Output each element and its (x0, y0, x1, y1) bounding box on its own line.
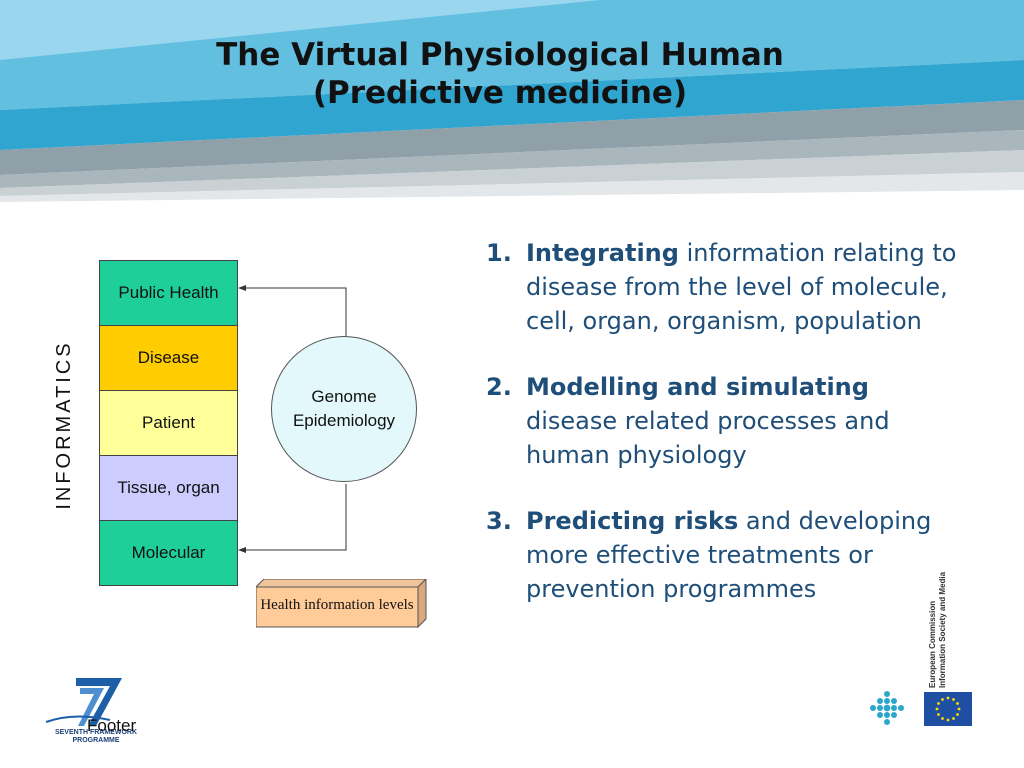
header-band (0, 0, 1024, 220)
health-levels-stack: Public Health Disease Patient Tissue, or… (99, 260, 238, 586)
item-text: information relating to disease from the… (526, 239, 957, 335)
list-item: 3. Predicting risks and developing more e… (486, 504, 966, 606)
health-info-label: Health information levels (260, 597, 414, 613)
list-item: 2. Modelling and simulating disease relat… (486, 370, 966, 472)
fp7-logo-icon (45, 678, 122, 726)
level-disease: Disease (99, 325, 238, 391)
item-bold: Predicting risks (526, 507, 739, 535)
title-line-1: The Virtual Physiological Human (216, 37, 784, 73)
dots-logo-icon (870, 691, 904, 725)
informatics-label: INFORMATICS (53, 340, 75, 510)
item-number: 1. (486, 239, 512, 267)
ec-caption: European Commission Information Society … (928, 571, 947, 688)
item-number: 3. (486, 507, 512, 535)
circle-line-1: Genome (311, 387, 377, 406)
eu-flag-icon (924, 692, 972, 726)
list-item: 1. Integrating information relating to di… (486, 236, 966, 338)
fp7-caption: SEVENTH FRAMEWORK PROGRAMME (54, 729, 138, 744)
footer-text: Footer (87, 716, 137, 735)
level-tissue-organ: Tissue, organ (99, 455, 238, 521)
level-molecular: Molecular (99, 520, 238, 586)
item-text: disease related processes and human phys… (526, 407, 890, 469)
level-patient: Patient (99, 390, 238, 456)
health-info-box (256, 579, 427, 629)
genome-epidemiology-circle: Genome Epidemiology (271, 336, 417, 482)
circle-line-2: Epidemiology (292, 411, 396, 430)
key-points-list: 1. Integrating information relating to di… (486, 236, 966, 638)
title-line-2: (Predictive medicine) (312, 75, 688, 111)
item-bold: Integrating (526, 239, 679, 267)
item-bold: Modelling and simulating (526, 373, 869, 401)
item-number: 2. (486, 373, 512, 401)
slide-title: The Virtual Physiological Human (Predict… (150, 36, 850, 112)
connector-arrows (238, 285, 347, 553)
level-public-health: Public Health (99, 260, 238, 326)
item-text: and developing more effective treatments… (526, 507, 932, 603)
